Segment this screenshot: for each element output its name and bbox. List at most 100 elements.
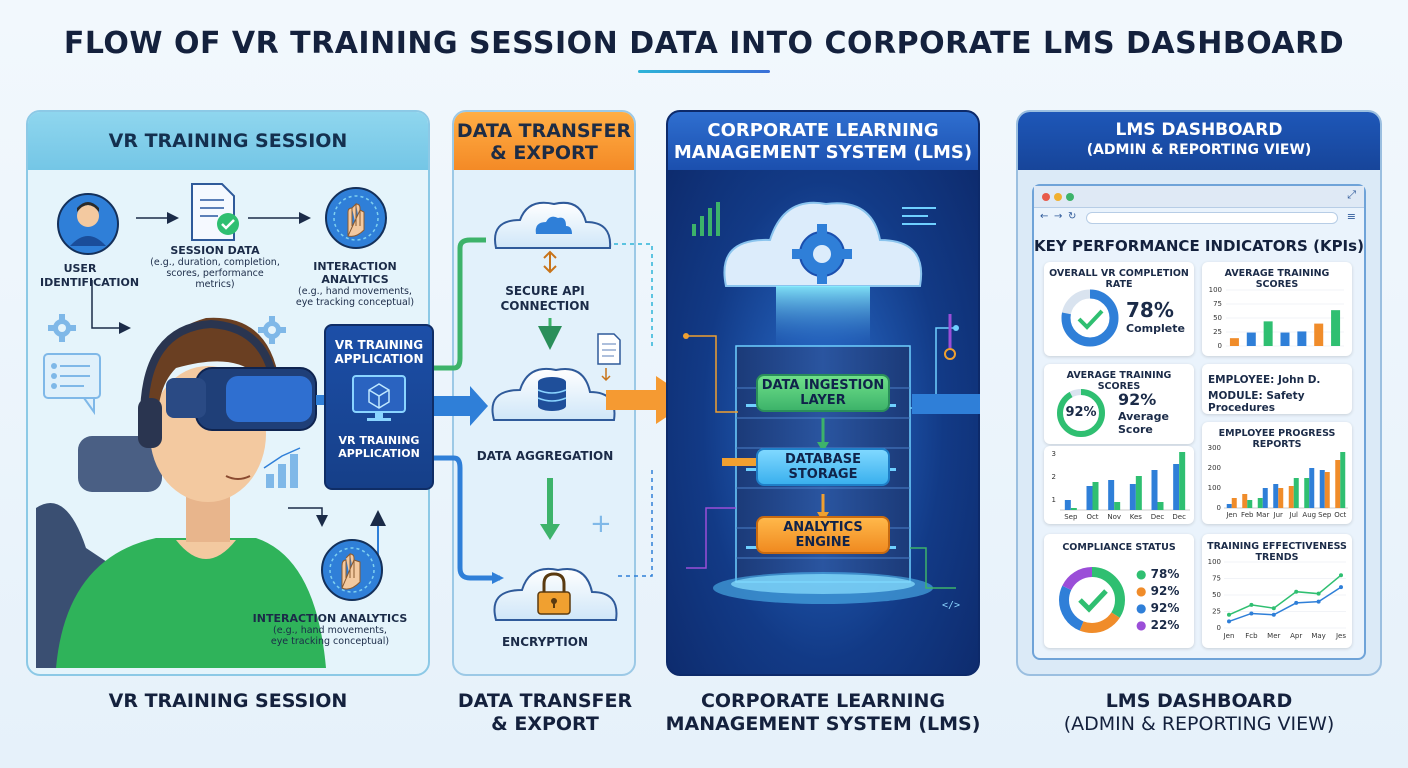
forward-icon[interactable]: → (1054, 211, 1063, 222)
decor-bar-chart-icon (692, 202, 720, 236)
x-tick-label: Oct (1334, 511, 1346, 519)
menu-icon[interactable]: ≡ (1346, 210, 1356, 223)
completion-label: Complete (1126, 322, 1185, 335)
compliance-donut (1059, 567, 1125, 633)
y-tick-label: 75 (1213, 300, 1222, 308)
donut-slice (1059, 567, 1125, 633)
small-document-icon (597, 333, 621, 365)
bar (1173, 464, 1180, 510)
bar (1092, 482, 1099, 510)
y-tick-label: 2 (1052, 473, 1056, 481)
footer-vr: VR TRAINING SESSION (108, 690, 348, 712)
bar (1135, 476, 1142, 510)
session-data-label: SESSION DATA (e.g., duration, completion… (150, 244, 280, 290)
x-tick-label: Jul (1289, 511, 1299, 519)
session-data-document-icon (191, 183, 239, 241)
x-tick-label: Jen (1223, 632, 1235, 640)
data-transfer-illustration: + (434, 201, 680, 621)
x-tick-label: Sep (1064, 513, 1078, 521)
bar (1246, 332, 1256, 346)
close-dot[interactable] (1042, 193, 1050, 201)
donut-slice (1059, 567, 1125, 633)
completion-donut (1061, 289, 1119, 347)
completion-value: 78% (1126, 298, 1174, 322)
bar (1273, 484, 1279, 508)
check-icon (1077, 309, 1104, 330)
reload-icon[interactable]: ↻ (1068, 211, 1077, 222)
bar (1335, 460, 1341, 508)
bar (1108, 480, 1115, 510)
y-tick-label: 3 (1052, 450, 1056, 458)
compliance-item: ● 92% (1136, 601, 1180, 615)
x-tick-label: Aug (1302, 511, 1316, 519)
x-tick-label: Feb (1241, 511, 1254, 519)
bar (1331, 310, 1341, 346)
bar (1257, 498, 1263, 508)
bar (1151, 470, 1158, 510)
bar (1304, 478, 1310, 508)
minimize-dot[interactable] (1054, 193, 1062, 201)
y-tick-label: 0 (1217, 504, 1221, 512)
y-tick-label: 300 (1208, 444, 1221, 452)
bar (1242, 494, 1248, 508)
card-completion-rate: OVERALL VR COMPLETION RATE 78% Complete (1044, 262, 1194, 356)
bar (1314, 323, 1324, 346)
interaction-analytics-bottom-label: INTERACTION ANALYTICS (e.g., hand moveme… (252, 612, 408, 647)
lms-server-illustration: </> (683, 201, 980, 611)
x-tick-label: Nov (1107, 513, 1121, 521)
interaction-analytics-top-label: INTERACTION ANALYTICS (e.g., hand moveme… (295, 260, 415, 308)
gear-icon-right (258, 316, 286, 344)
address-bar[interactable] (1086, 212, 1338, 224)
x-tick-label: Dec (1151, 513, 1165, 521)
series-line (1228, 586, 1342, 623)
x-tick-label: Mer (1267, 632, 1280, 640)
x-tick-label: Jur (1273, 511, 1284, 519)
data-point (1294, 589, 1299, 594)
data-point (1339, 585, 1343, 590)
hand-interaction-icon-bottom (321, 539, 383, 601)
monitor-cube-icon (352, 375, 406, 421)
page-title: FLOW OF VR TRAINING SESSION DATA INTO CO… (63, 26, 1345, 61)
donut-slice (1059, 567, 1125, 633)
panel-dashboard-header: LMS DASHBOARD (ADMIN & REPORTING VIEW) (1018, 112, 1380, 170)
maximize-dot[interactable] (1066, 193, 1074, 201)
vr-session-illustration (36, 183, 387, 668)
cloud-icon-database (491, 368, 616, 421)
data-point (1227, 612, 1231, 617)
bar (1263, 321, 1273, 346)
panel-vr-header: VR TRAINING SESSION (28, 112, 428, 170)
bar (1340, 452, 1346, 508)
x-tick-label: Kes (1130, 513, 1143, 521)
bar (1297, 331, 1307, 346)
y-tick-label: 0 (1217, 624, 1221, 632)
data-point (1339, 573, 1343, 578)
footer-dashboard: LMS DASHBOARD(ADMIN & REPORTING VIEW) (1063, 690, 1335, 735)
data-aggregation-label: DATA AGGREGATION (476, 449, 614, 463)
data-point (1294, 600, 1299, 605)
y-tick-label: 25 (1213, 328, 1222, 336)
bar (1070, 508, 1077, 510)
compliance-item: ● 92% (1136, 584, 1180, 598)
data-point (1249, 611, 1254, 616)
bar (1247, 500, 1253, 508)
browser-toolbar: ← → ↻ ≡ (1034, 208, 1364, 228)
employee-module: MODULE: Safety Procedures (1208, 390, 1305, 414)
x-tick-label: Apr (1290, 632, 1302, 640)
x-tick-label: Jen (1225, 511, 1237, 519)
y-tick-label: 50 (1212, 591, 1221, 599)
avg-score-ring (1057, 389, 1105, 437)
data-point (1316, 591, 1321, 596)
svg-text:</>: </> (942, 600, 960, 611)
back-icon[interactable]: ← (1040, 211, 1049, 222)
footer-transfer: DATA TRANSFER& EXPORT (457, 690, 633, 735)
expand-icon[interactable]: ⤢ (1347, 188, 1356, 201)
x-tick-label: Oct (1086, 513, 1098, 521)
